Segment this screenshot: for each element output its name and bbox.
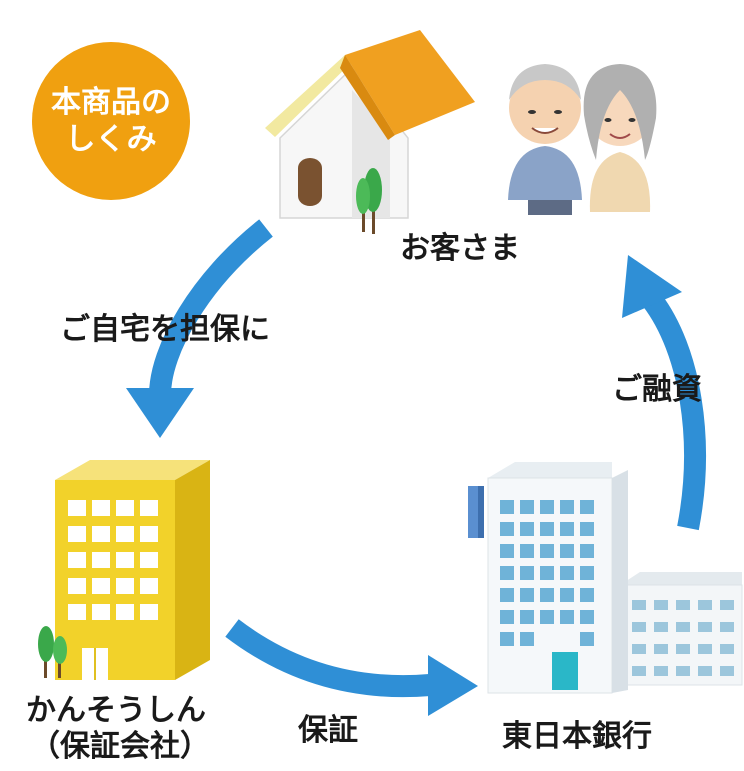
guarantor-building-icon	[38, 460, 210, 680]
bank-label: 東日本銀行	[502, 719, 652, 754]
arrow-collateral	[126, 219, 273, 438]
title-badge-line2: しくみ	[65, 122, 157, 157]
bank-building-icon	[468, 462, 743, 694]
guarantee-label: 保証	[298, 713, 358, 748]
title-badge-line1: 本商品の	[51, 84, 171, 120]
arrow-loan	[622, 255, 706, 531]
guarantor-label-line2: （保証会社）	[30, 729, 210, 764]
arrow-guarantee	[225, 619, 478, 716]
guarantor-label-line1: かんそうしん	[26, 693, 206, 728]
customer-label: お客さま	[400, 231, 520, 266]
title-badge: 本商品の しくみ	[32, 42, 190, 200]
house-icon	[265, 30, 475, 234]
collateral-label: ご自宅を担保に	[60, 312, 270, 347]
loan-label: ご融資	[612, 372, 702, 407]
customer-couple-icon	[508, 64, 657, 215]
